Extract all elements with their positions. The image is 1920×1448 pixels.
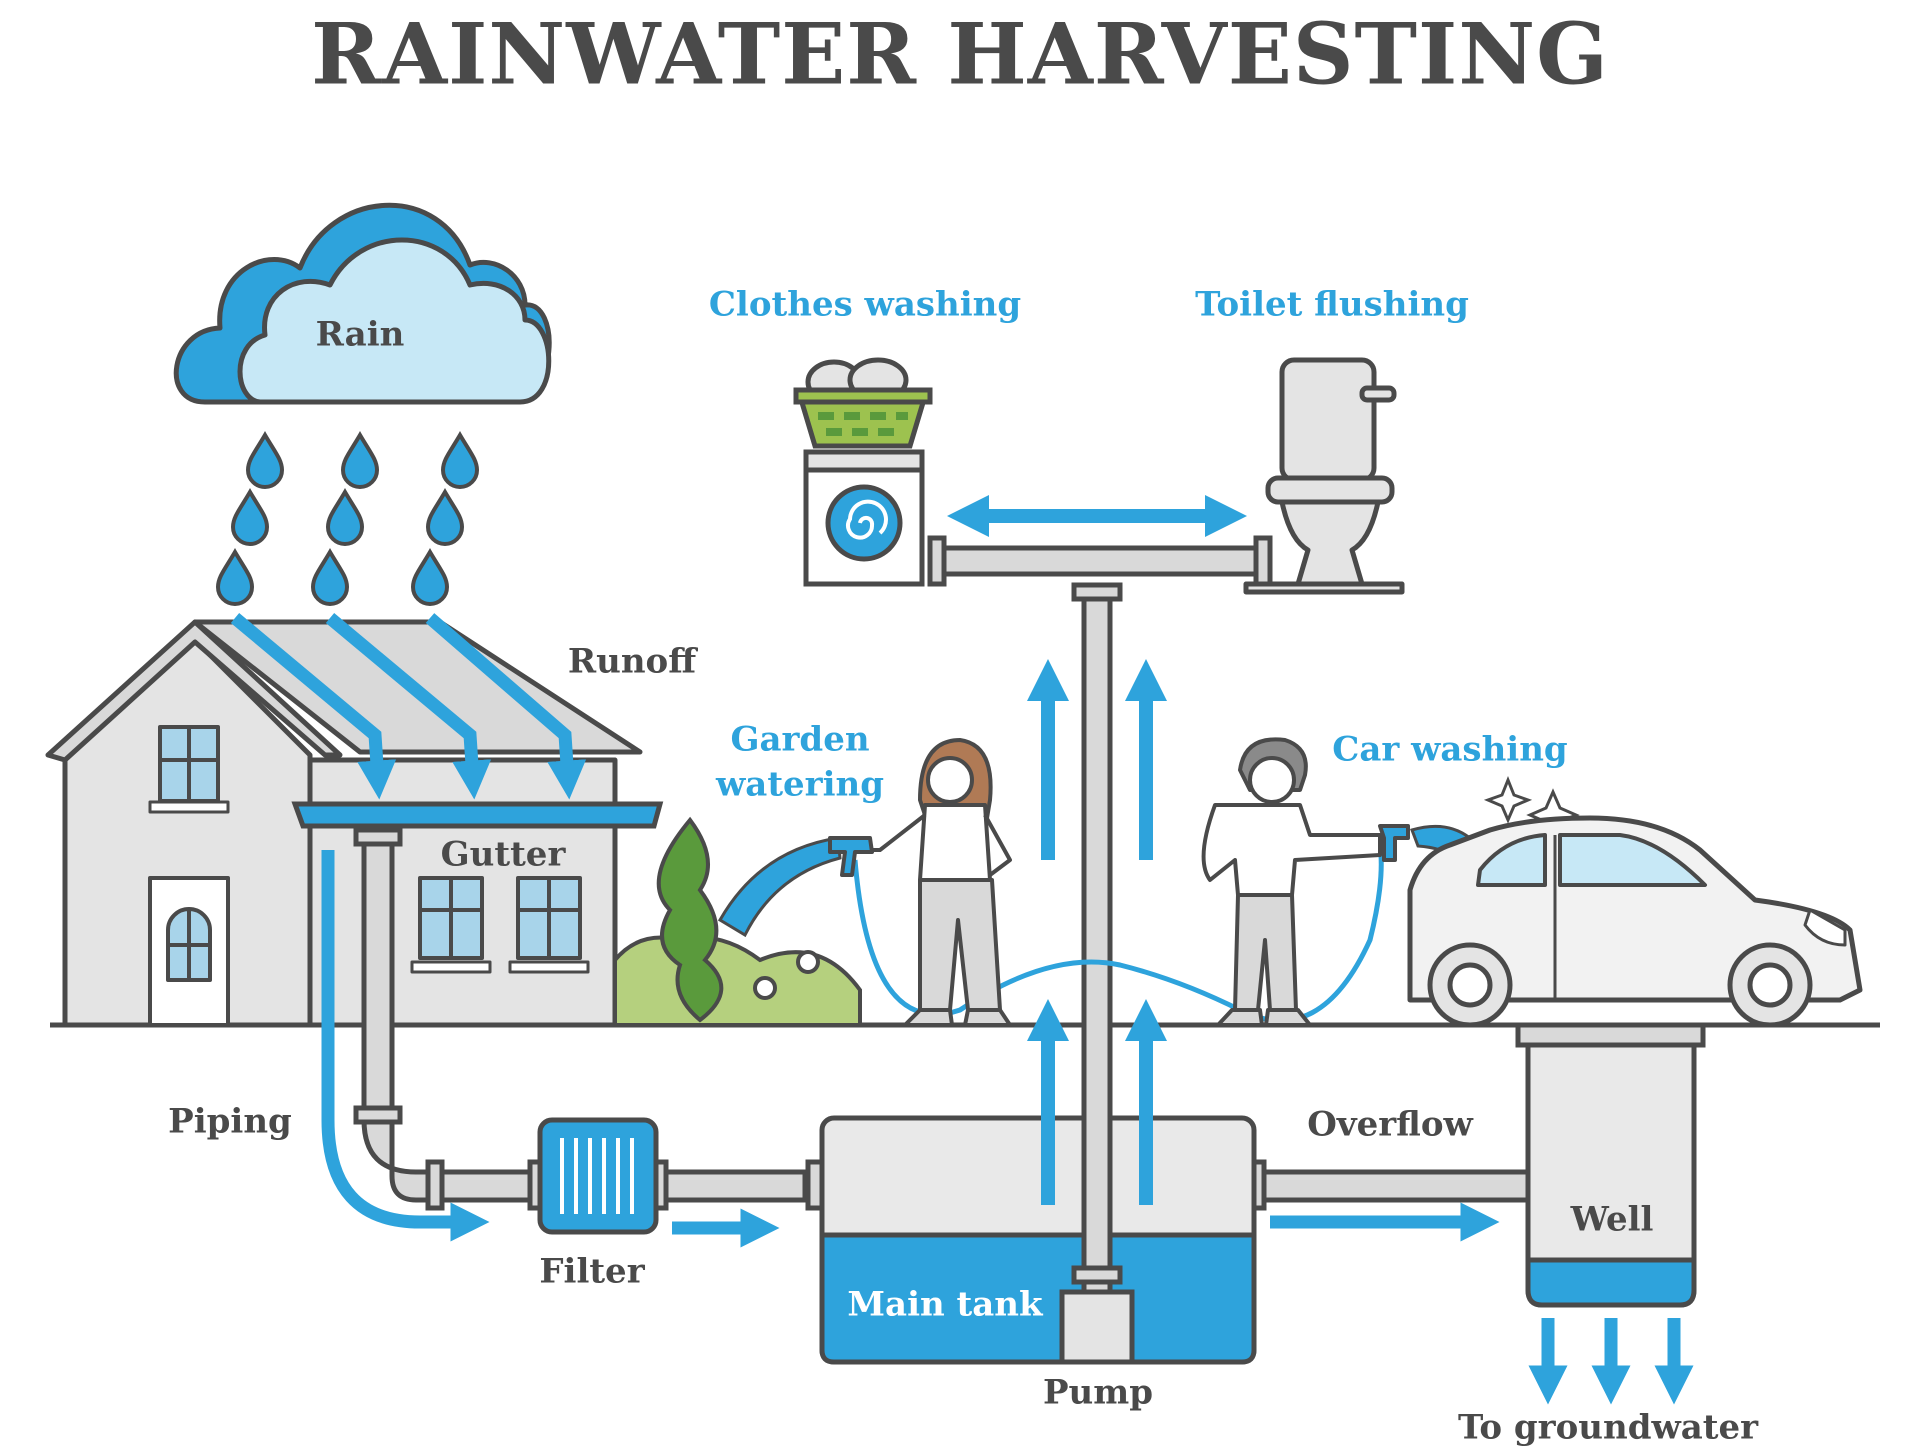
gutter-icon — [291, 801, 664, 829]
man-icon — [1201, 737, 1410, 1027]
filter-icon — [537, 1117, 659, 1235]
raindrop-icon — [310, 548, 350, 606]
label-overflow: Overflow — [1307, 1104, 1473, 1145]
laundry-basket-icon — [793, 357, 933, 449]
raindrop-icon — [230, 488, 270, 546]
up-arrows — [1027, 659, 1167, 1205]
garden-water-stream — [717, 836, 842, 938]
label-toilet-flushing: Toilet flushing — [1195, 284, 1469, 325]
raindrops — [215, 431, 480, 606]
raindrop-icon — [425, 488, 465, 546]
cloud-icon — [173, 202, 552, 405]
house-window-right — [516, 876, 582, 960]
runoff-arrows — [230, 613, 587, 800]
label-to-groundwater: To groundwater — [1457, 1407, 1759, 1448]
raindrop-icon — [325, 488, 365, 546]
raindrop-icon — [410, 548, 450, 606]
well-icon — [1515, 1022, 1706, 1308]
diagram-title: RAINWATER HARVESTING — [311, 4, 1609, 104]
label-main-tank: Main tank — [847, 1284, 1043, 1325]
arrow-icon — [230, 613, 397, 800]
pump-icon — [1059, 1289, 1135, 1365]
arrow-icon — [425, 613, 587, 800]
woman-icon — [828, 738, 1012, 1027]
arrow-icon — [325, 613, 492, 800]
raindrop-icon — [440, 431, 480, 489]
label-runoff: Runoff — [567, 641, 697, 682]
car-icon — [1407, 815, 1863, 1028]
raindrop-icon — [340, 431, 380, 489]
label-rain: Rain — [315, 314, 405, 355]
groundwater-arrows — [1528, 1318, 1694, 1405]
toilet-icon — [1243, 357, 1405, 595]
raindrop-icon — [215, 548, 255, 606]
label-garden-watering-line1: Garden — [730, 719, 870, 760]
label-clothes-washing: Clothes washing — [708, 284, 1022, 325]
raindrop-icon — [245, 431, 285, 489]
label-well: Well — [1570, 1199, 1654, 1240]
pump-pipe — [927, 535, 1273, 1298]
label-garden-watering-line2: watering — [716, 764, 884, 805]
washing-machine-icon — [803, 449, 925, 587]
label-filter: Filter — [539, 1251, 645, 1292]
label-car-washing: Car washing — [1332, 729, 1568, 770]
house-window-left — [418, 876, 484, 960]
plant-icon — [613, 816, 862, 1027]
house-door — [148, 876, 230, 1027]
arrow-icon — [321, 850, 490, 1242]
house-window-upper — [158, 725, 220, 803]
label-piping: Piping — [168, 1101, 292, 1142]
label-gutter: Gutter — [440, 834, 566, 875]
label-pump: Pump — [1042, 1372, 1154, 1413]
tank-icon — [819, 1115, 1257, 1365]
